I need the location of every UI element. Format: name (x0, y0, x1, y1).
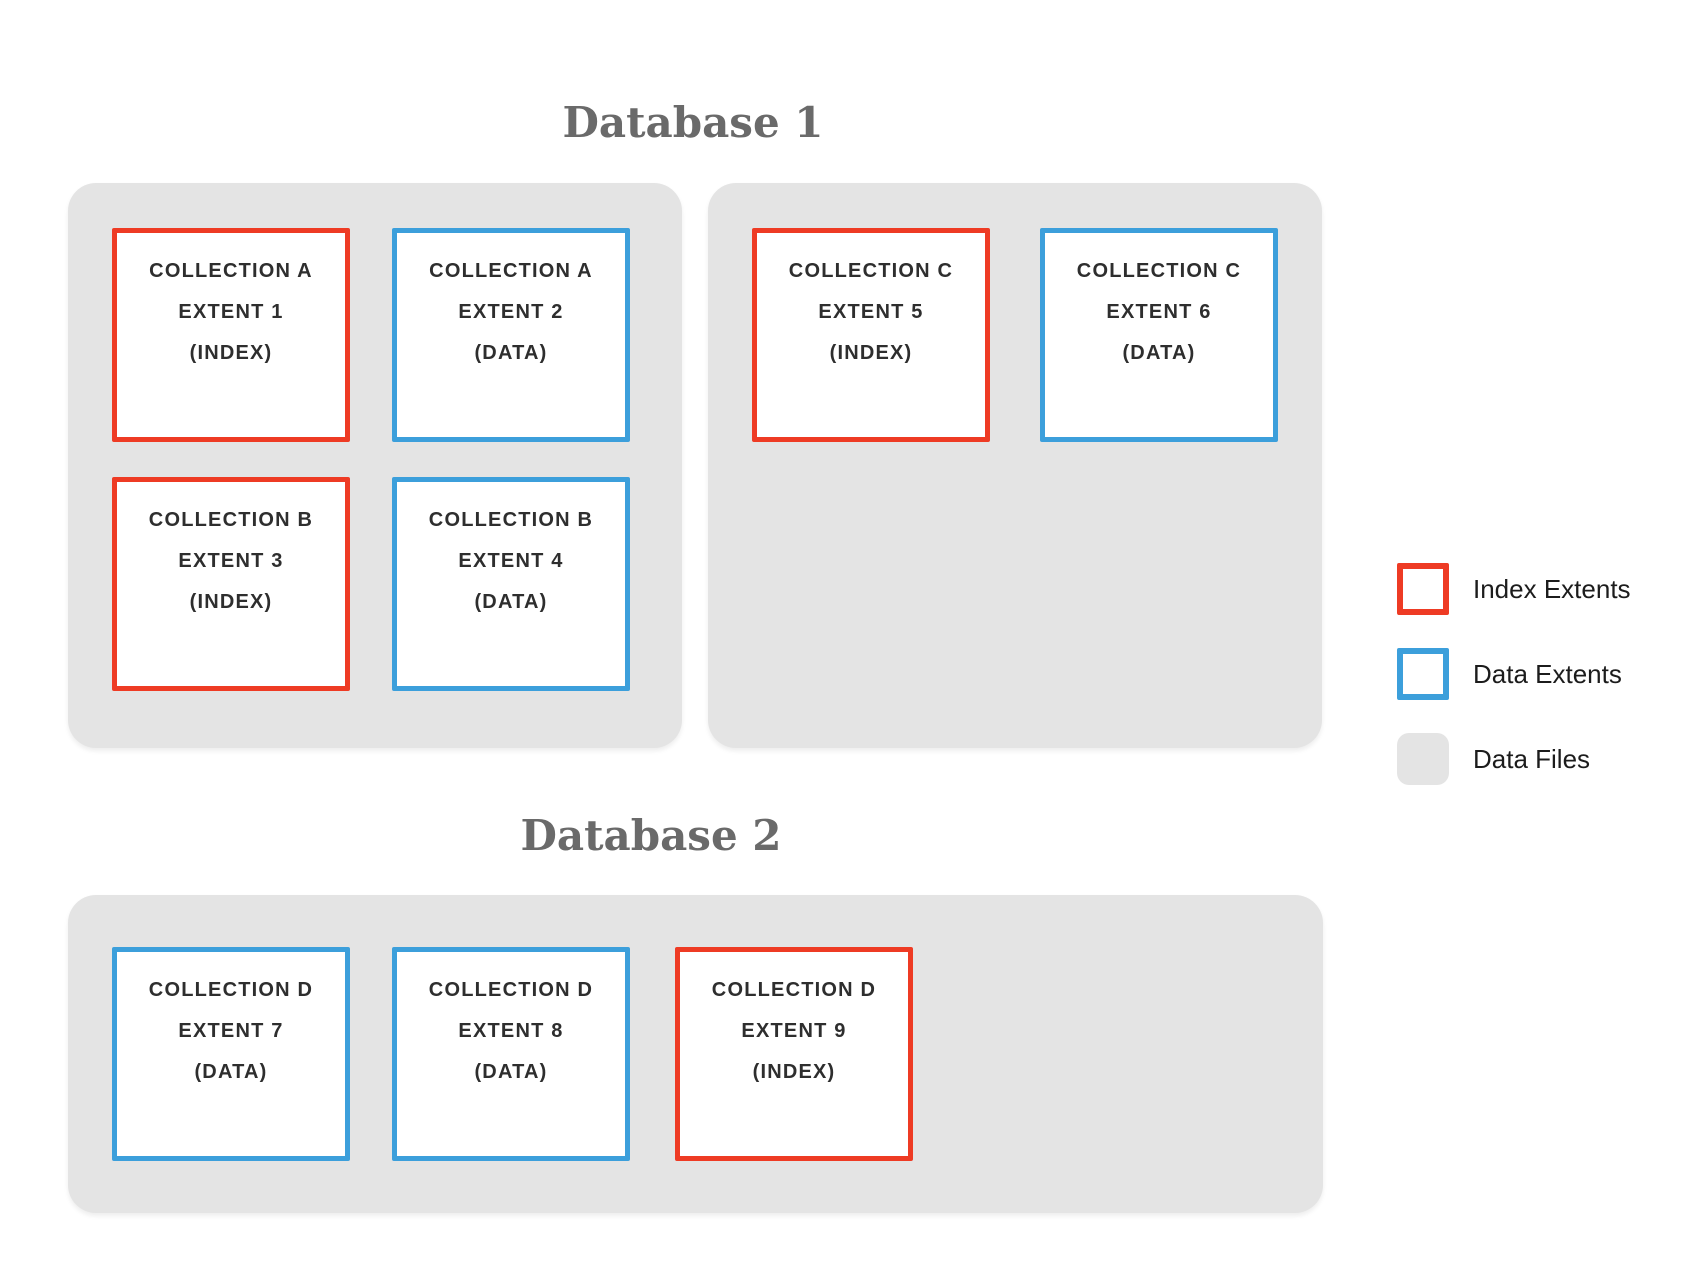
data-file-panel-3: COLLECTION D EXTENT 7 (DATA) COLLECTION … (68, 895, 1323, 1213)
extent-collection-label: COLLECTION D (148, 979, 314, 1001)
extent-collection-label: COLLECTION D (428, 979, 594, 1001)
extent-box-collection-a-extent-2-data: COLLECTION A EXTENT 2 (DATA) (392, 228, 630, 442)
data-file-panel-1: COLLECTION A EXTENT 1 (INDEX) COLLECTION… (68, 183, 682, 748)
extent-collection-label: COLLECTION D (711, 979, 877, 1001)
legend-row-data-extents: Data Extents (1397, 648, 1631, 700)
database-2-title: Database 2 (520, 811, 782, 860)
extent-box-collection-c-extent-6-data: COLLECTION C EXTENT 6 (DATA) (1040, 228, 1278, 442)
extent-collection-label: COLLECTION C (1076, 260, 1242, 282)
extent-number-label: EXTENT 7 (178, 1020, 284, 1042)
extent-number-label: EXTENT 5 (818, 301, 924, 323)
extent-number-label: EXTENT 1 (178, 301, 284, 323)
extent-number-label: EXTENT 3 (178, 550, 284, 572)
legend-row-index-extents: Index Extents (1397, 563, 1631, 615)
extent-kind-label: (INDEX) (752, 1061, 836, 1083)
extent-box-collection-a-extent-1-index: COLLECTION A EXTENT 1 (INDEX) (112, 228, 350, 442)
legend: Index Extents Data Extents Data Files (1397, 563, 1631, 785)
legend-label: Index Extents (1473, 573, 1631, 604)
legend-label: Data Extents (1473, 658, 1622, 689)
extent-kind-label: (INDEX) (189, 591, 273, 613)
extent-number-label: EXTENT 6 (1106, 301, 1212, 323)
extent-kind-label: (DATA) (474, 342, 548, 364)
extent-kind-label: (DATA) (1122, 342, 1196, 364)
data-extent-swatch-icon (1397, 648, 1449, 700)
extent-box-collection-d-extent-7-data: COLLECTION D EXTENT 7 (DATA) (112, 947, 350, 1161)
extent-collection-label: COLLECTION C (788, 260, 954, 282)
extent-box-collection-b-extent-4-data: COLLECTION B EXTENT 4 (DATA) (392, 477, 630, 691)
extent-kind-label: (DATA) (474, 1061, 548, 1083)
data-file-swatch-icon (1397, 733, 1449, 785)
extent-collection-label: COLLECTION B (428, 509, 594, 531)
extent-number-label: EXTENT 9 (741, 1020, 847, 1042)
index-extent-swatch-icon (1397, 563, 1449, 615)
extent-box-collection-c-extent-5-index: COLLECTION C EXTENT 5 (INDEX) (752, 228, 990, 442)
extent-box-collection-d-extent-9-index: COLLECTION D EXTENT 9 (INDEX) (675, 947, 913, 1161)
extent-box-collection-d-extent-8-data: COLLECTION D EXTENT 8 (DATA) (392, 947, 630, 1161)
extent-kind-label: (DATA) (194, 1061, 268, 1083)
extent-kind-label: (DATA) (474, 591, 548, 613)
extent-number-label: EXTENT 2 (458, 301, 564, 323)
data-file-panel-2: COLLECTION C EXTENT 5 (INDEX) COLLECTION… (708, 183, 1322, 748)
extent-collection-label: COLLECTION A (429, 260, 593, 282)
extent-collection-label: COLLECTION A (149, 260, 313, 282)
extent-number-label: EXTENT 8 (458, 1020, 564, 1042)
extent-box-collection-b-extent-3-index: COLLECTION B EXTENT 3 (INDEX) (112, 477, 350, 691)
extent-collection-label: COLLECTION B (148, 509, 314, 531)
database-1-title: Database 1 (562, 98, 824, 147)
legend-row-data-files: Data Files (1397, 733, 1631, 785)
extent-number-label: EXTENT 4 (458, 550, 564, 572)
extent-kind-label: (INDEX) (829, 342, 913, 364)
legend-label: Data Files (1473, 743, 1591, 774)
extent-kind-label: (INDEX) (189, 342, 273, 364)
